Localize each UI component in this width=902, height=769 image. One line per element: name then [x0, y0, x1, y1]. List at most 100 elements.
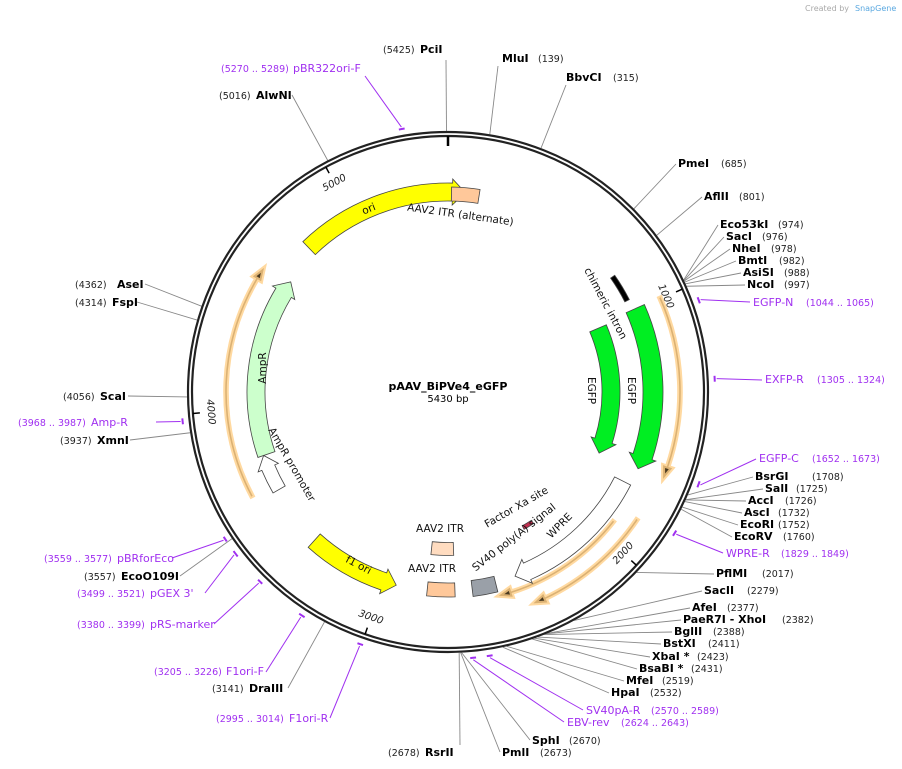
primer-name[interactable]: pBR322ori-F	[293, 62, 361, 75]
feature-wpre[interactable]	[514, 476, 632, 584]
enzyme-name[interactable]: XmnI	[97, 434, 129, 447]
enzyme-position: (2431)	[691, 664, 723, 675]
enzyme-name[interactable]: BbvCI	[566, 71, 602, 84]
enzyme-position: (2382)	[782, 615, 814, 626]
cut-site-line	[506, 645, 625, 682]
enzyme-name[interactable]: AlwNI	[256, 89, 292, 102]
plasmid-length: 5430 bp	[427, 394, 468, 405]
enzyme-name[interactable]: AfeI	[692, 601, 717, 614]
orf-arrow[interactable]	[223, 262, 268, 500]
feature-egfp-inner[interactable]	[589, 324, 621, 454]
primer-mark[interactable]	[486, 654, 493, 658]
cut-site-line	[179, 538, 233, 577]
primer-name[interactable]: F1ori-F	[226, 665, 264, 678]
enzyme-name[interactable]: ScaI	[100, 390, 126, 403]
primer-name[interactable]: F1ori-R	[289, 712, 329, 725]
primer-line	[716, 378, 763, 381]
enzyme-name[interactable]: BmtI	[738, 254, 767, 267]
backbone-outer	[186, 130, 710, 654]
enzyme-name[interactable]: PmlI	[502, 746, 529, 759]
feature-aav2-itr-outer[interactable]	[426, 581, 456, 598]
primer-mark[interactable]	[696, 296, 701, 304]
primer-mark[interactable]	[222, 536, 228, 543]
feature-factor-xa[interactable]	[521, 519, 535, 530]
enzyme-position: (2423)	[697, 652, 729, 663]
enzyme-name[interactable]: NheI	[732, 242, 761, 255]
feature-egfp-outer[interactable]	[625, 304, 664, 470]
orf-arrow[interactable]	[493, 517, 617, 600]
primer-mark[interactable]	[232, 550, 239, 558]
primer-mark[interactable]	[672, 530, 678, 537]
cut-site-line	[546, 619, 682, 635]
enzyme-name[interactable]: BsaBI *	[639, 662, 684, 675]
enzyme-name[interactable]: AflII	[704, 190, 729, 203]
primer-name[interactable]: SV40pA-R	[586, 704, 641, 717]
enzyme-name[interactable]: AccI	[748, 494, 774, 507]
enzyme-name[interactable]: BstXI	[663, 637, 696, 650]
enzyme-name[interactable]: SalI	[765, 482, 788, 495]
enzyme-name[interactable]: AscI	[744, 506, 770, 519]
feature-ampr-promoter[interactable]	[257, 454, 286, 494]
feature-sv40-polya[interactable]	[470, 575, 499, 597]
primer-name[interactable]: pBRforEco	[117, 552, 174, 565]
orf-arrow[interactable]	[528, 516, 641, 606]
enzyme-name[interactable]: EcoRV	[734, 530, 773, 543]
cut-site-line	[685, 488, 764, 501]
primer-mark[interactable]	[257, 578, 263, 585]
enzyme-name[interactable]: PflMI	[716, 567, 747, 580]
primer-name[interactable]: pRS-marker	[150, 618, 215, 631]
feature-aav2-itr-alternate[interactable]	[450, 186, 481, 204]
enzyme-position: (978)	[771, 244, 797, 255]
cut-site-line	[574, 590, 703, 621]
enzyme-name[interactable]: DraIII	[249, 682, 283, 695]
primer-name[interactable]: Amp-R	[91, 416, 128, 429]
primer-name[interactable]: pGEX 3'	[150, 587, 194, 600]
enzyme-name[interactable]: PmeI	[678, 157, 709, 170]
enzyme-name[interactable]: FspI	[112, 296, 138, 309]
primer-name[interactable]: EGFP-N	[753, 296, 793, 309]
primer-line	[171, 539, 224, 559]
enzyme-name[interactable]: NcoI	[747, 278, 774, 291]
enzyme-name[interactable]: AseI	[117, 278, 144, 291]
primer-name[interactable]: WPRE-R	[726, 547, 770, 560]
primer-name[interactable]: EBV-rev	[567, 716, 610, 729]
enzyme-name[interactable]: SphI	[532, 734, 560, 747]
primer-name[interactable]: EGFP-C	[759, 452, 799, 465]
enzyme-name[interactable]: SacI	[726, 230, 752, 243]
enzyme-name[interactable]: EcoO109I	[121, 570, 179, 583]
enzyme-name[interactable]: Eco53kI	[720, 218, 768, 231]
feature-aav2-itr-inner[interactable]	[430, 541, 455, 556]
enzyme-name[interactable]: MluI	[502, 52, 529, 65]
enzyme-name[interactable]: BsrGI	[755, 470, 788, 483]
primer-mark[interactable]	[398, 127, 405, 131]
primer-range: (2570 .. 2589)	[651, 706, 719, 717]
feature-chimeric-intron[interactable]	[610, 274, 630, 303]
cut-site-line	[683, 236, 725, 281]
enzyme-name[interactable]: AsiSI	[743, 266, 774, 279]
primer-line	[213, 582, 260, 625]
enzyme-name[interactable]: BglII	[674, 625, 702, 638]
feature-ampr[interactable]	[246, 281, 296, 458]
enzyme-name[interactable]: PciI	[420, 43, 442, 56]
enzyme-position: (2388)	[713, 627, 745, 638]
enzyme-name[interactable]: SacII	[704, 584, 734, 597]
cut-site-line	[127, 395, 188, 398]
enzyme-name[interactable]: RsrII	[425, 746, 454, 759]
enzyme-name[interactable]: MfeI	[626, 674, 653, 687]
enzyme-name[interactable]: XbaI *	[652, 650, 690, 663]
orf-arrow[interactable]	[656, 294, 683, 485]
plasmid-name: pAAV_BiPVe4_eGFP	[389, 380, 508, 393]
primer-mark[interactable]	[298, 612, 306, 619]
enzyme-name[interactable]: HpaI	[611, 686, 640, 699]
primer-mark[interactable]	[181, 418, 184, 425]
enzyme-name[interactable]: PaeR7I - XhoI	[683, 613, 766, 626]
enzyme-position: (1760)	[783, 532, 815, 543]
primer-mark[interactable]	[470, 656, 477, 660]
enzyme-position: (997)	[784, 280, 810, 291]
primer-mark[interactable]	[696, 480, 701, 488]
feature-f1-ori[interactable]	[307, 533, 397, 595]
enzyme-name[interactable]: EcoRI	[740, 518, 774, 531]
primer-name[interactable]: EXFP-R	[765, 373, 804, 386]
primer-mark[interactable]	[357, 642, 364, 647]
